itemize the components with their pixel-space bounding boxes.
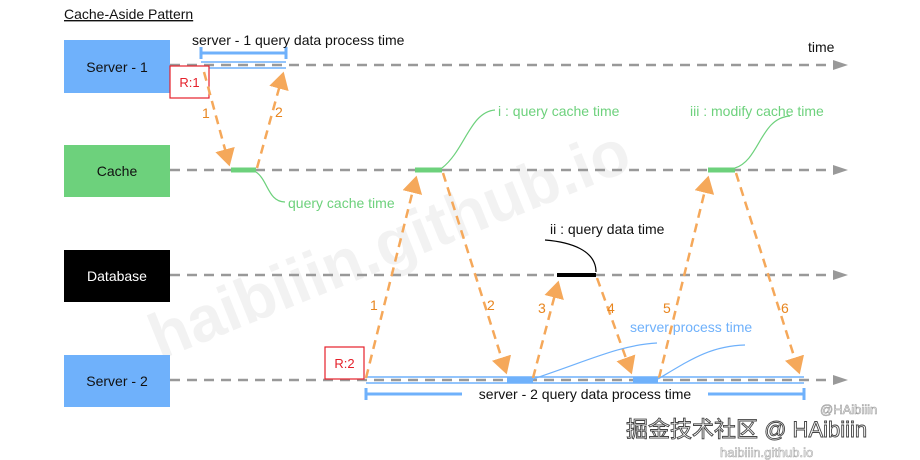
watermark-small-top: @HAibiiin	[820, 402, 877, 417]
lane-box	[64, 40, 170, 93]
note-i-query-cache-time: i : query cache time	[498, 103, 620, 119]
lane-server1: Server - 1	[64, 40, 170, 93]
note-connector	[657, 344, 746, 380]
lane-cache: Cache	[64, 145, 170, 197]
note-query-cache-time: query cache time	[288, 195, 395, 211]
note-server-process-time: server process time	[630, 319, 752, 335]
server1-span-label: server - 1 query data process time	[192, 32, 405, 48]
lane-database: Database	[64, 250, 170, 302]
lane-box	[64, 355, 170, 407]
timeline-arrowhead	[833, 165, 848, 175]
step-label: 2	[487, 297, 495, 313]
note-connector	[441, 109, 496, 169]
timeline-arrowhead	[833, 375, 848, 385]
lane-box	[64, 145, 170, 197]
step-label: 3	[538, 300, 546, 316]
lane-server2: Server - 2	[64, 355, 170, 407]
note-ii-query-data-time: ii : query data time	[550, 221, 665, 237]
server2-span-label: server - 2 query data process time	[479, 386, 692, 402]
timeline-arrowhead	[833, 270, 848, 280]
arrow-s2-step1	[364, 175, 423, 379]
arrows	[202, 71, 805, 379]
server1-span	[199, 47, 288, 69]
arrow-s1-step2	[255, 71, 289, 169]
watermark-juejin: 掘金技术社区 @ HAibiiin	[626, 417, 867, 442]
timeline-arrowhead	[833, 60, 848, 70]
lane-label: Cache	[97, 163, 138, 179]
arrow-s2-step2	[441, 172, 512, 375]
request-box-r2	[324, 346, 365, 380]
lane-box	[64, 250, 170, 302]
arrow-s2-step4	[595, 277, 636, 375]
step-label: 1	[202, 105, 210, 121]
arrow-s2-step3	[531, 280, 564, 379]
note-connector	[255, 171, 286, 203]
step-label: 2	[275, 104, 283, 120]
note-connector	[734, 115, 791, 169]
step-label: 1	[370, 297, 378, 313]
time-axis-label: time	[808, 39, 835, 55]
step-label: 5	[663, 300, 671, 316]
lane-label: Server - 1	[86, 59, 148, 75]
request-box-r1	[169, 65, 210, 99]
note-connector	[532, 342, 658, 380]
step-label: 4	[607, 300, 615, 316]
note-iii-modify-cache-time: iii : modify cache time	[690, 103, 824, 119]
timelines	[170, 63, 838, 382]
arrow-s2-step5	[657, 175, 715, 379]
request-label-r1: R:1	[179, 75, 199, 90]
diagram-title: Cache-Aside Pattern	[64, 6, 193, 22]
watermark-small: haibiiin.github.io	[720, 445, 813, 460]
lane-label: Database	[87, 268, 147, 284]
step-label: 6	[781, 300, 789, 316]
request-label-r2: R:2	[334, 356, 354, 371]
arrow-s1-step1	[202, 71, 235, 167]
watermark-diagonal: haibiiin.github.io	[138, 114, 640, 373]
note-connector	[544, 239, 597, 273]
arrow-s2-step6	[734, 172, 805, 375]
lane-label: Server - 2	[86, 373, 148, 389]
